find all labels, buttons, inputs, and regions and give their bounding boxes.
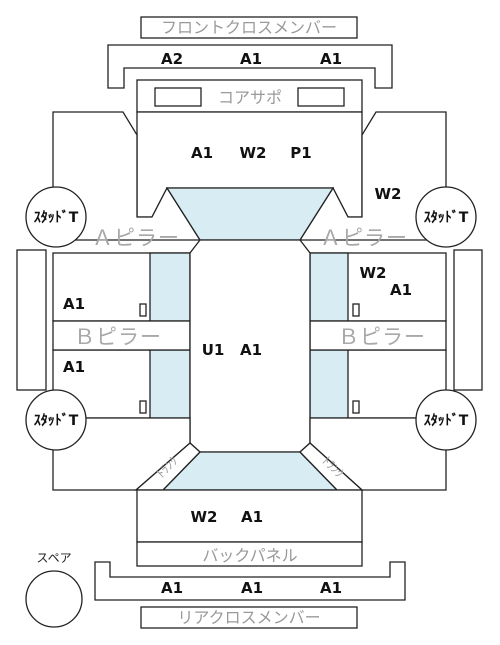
b-pillar-left-label: Ｂピラー [74,325,162,349]
rear-left-door-handle[interactable] [139,400,147,414]
spare-label: スペア [36,551,71,565]
rear-left-door-code: A1 [63,358,85,376]
rear-right-window[interactable] [309,349,349,419]
strut-rear-left[interactable] [25,389,87,451]
rear-cross-member-box[interactable] [140,606,358,629]
trunk-lid-code-1: W2 [191,508,218,526]
front-right-door-code-2: A1 [390,281,412,299]
strut-front-left[interactable] [25,186,87,248]
front-left-window[interactable] [149,252,191,322]
left-rocker-panel[interactable] [16,249,47,391]
headlight-left[interactable] [154,87,202,107]
strut-front-left-label: ｽﾀｯﾄﾞT [34,209,79,226]
rear-right-door-handle[interactable] [352,400,360,414]
front-cross-member-box[interactable] [140,16,358,39]
strut-rear-right[interactable] [415,389,477,451]
strut-front-right-label: ｽﾀｯﾄﾞT [424,209,469,226]
strut-rear-left-label: ｽﾀｯﾄﾞT [34,412,79,429]
trunk-lid-code-2: A1 [241,508,263,526]
b-pillar-left[interactable] [52,320,191,351]
trunk-lid[interactable] [136,489,363,543]
front-right-door-code-1: W2 [360,264,387,282]
roof-code-2: A1 [240,341,262,359]
right-rocker-panel[interactable] [453,249,483,391]
rear-member-code-1: A1 [161,579,183,597]
hood-code-3: P1 [290,144,311,162]
a-pillar-left-label: Ａピラー [92,226,180,250]
roof-code-1: U1 [202,341,225,359]
back-panel[interactable] [136,541,363,567]
b-pillar-right[interactable] [309,320,447,351]
rear-cross-member-label: リアクロスメンバー [177,608,320,627]
front-left-fender[interactable] [52,111,202,241]
front-left-door-handle[interactable] [139,303,147,317]
rear-member-code-2: A1 [241,579,263,597]
b-pillar-right-label: Ｂピラー [338,325,426,349]
front-right-door-handle[interactable] [352,303,360,317]
core-support-label: コアサポ [218,88,282,107]
spare-tire[interactable] [25,570,83,628]
rear-left-window[interactable] [149,349,191,419]
hood-code-1: A1 [191,144,213,162]
front-member-code-1: A2 [161,50,183,68]
front-member-code-2: A1 [240,50,262,68]
a-pillar-right-label: Ａピラー [320,226,408,250]
front-right-window[interactable] [309,252,349,322]
front-member-code-3: A1 [320,50,342,68]
front-right-fender[interactable] [298,111,447,241]
front-cross-member[interactable] [107,44,393,89]
back-panel-label: バックパネル [202,546,297,565]
front-cross-member-label: フロントクロスメンバー [161,18,337,37]
headlight-right[interactable] [297,87,345,107]
front-right-fender-code: W2 [375,185,402,203]
rear-member-code-3: A1 [320,579,342,597]
strut-front-right[interactable] [415,186,477,248]
front-left-door-code: A1 [63,295,85,313]
strut-rear-right-label: ｽﾀｯﾄﾞT [424,412,469,429]
hood-code-2: W2 [240,144,267,162]
rear-cross-member[interactable] [94,561,406,601]
